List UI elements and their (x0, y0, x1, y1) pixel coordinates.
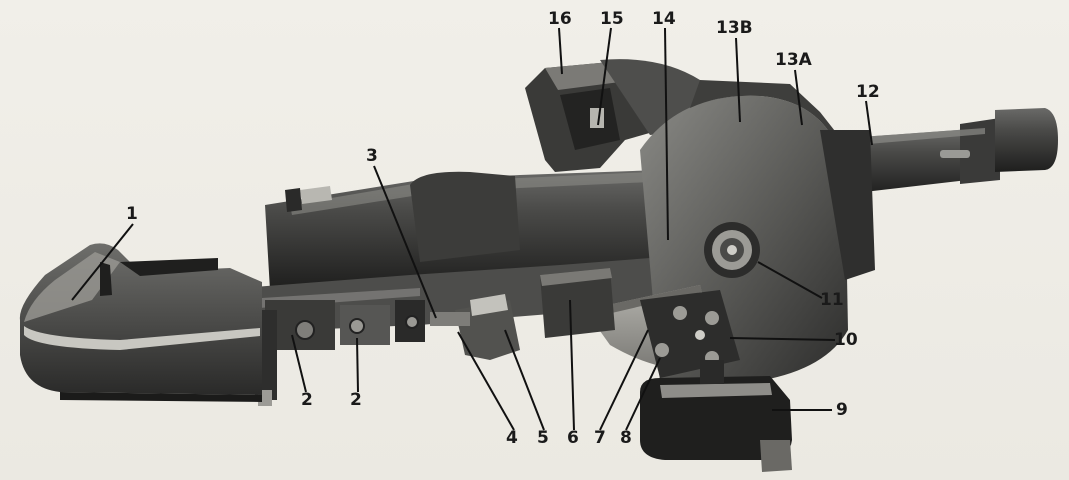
callout-12: 12 (856, 82, 880, 102)
elevating-sector (585, 285, 740, 378)
hub-assembly (704, 222, 760, 278)
drive-motor (640, 360, 792, 472)
feed-housing (525, 59, 700, 172)
callout-2-left: 2 (301, 390, 313, 410)
callout-9: 9 (836, 400, 848, 420)
callout-4: 4 (506, 428, 518, 448)
leader-lines (71, 27, 873, 431)
callout-5: 5 (537, 428, 549, 448)
gear-box (540, 268, 615, 338)
callout-8: 8 (620, 428, 632, 448)
callout-3: 3 (366, 146, 378, 166)
callout-2-right: 2 (350, 390, 362, 410)
callout-13b: 13B (716, 18, 753, 38)
callout-11: 11 (820, 290, 844, 310)
feed-tray (19, 243, 263, 402)
callout-7: 7 (594, 428, 606, 448)
callout-16: 16 (548, 9, 572, 29)
callout-13a: 13A (775, 50, 812, 70)
callout-10: 10 (834, 330, 858, 350)
trigger-bracket (430, 294, 520, 360)
callout-15: 15 (600, 9, 624, 29)
callout-6: 6 (567, 428, 579, 448)
callout-1: 1 (126, 204, 138, 224)
callout-14: 14 (652, 9, 676, 29)
